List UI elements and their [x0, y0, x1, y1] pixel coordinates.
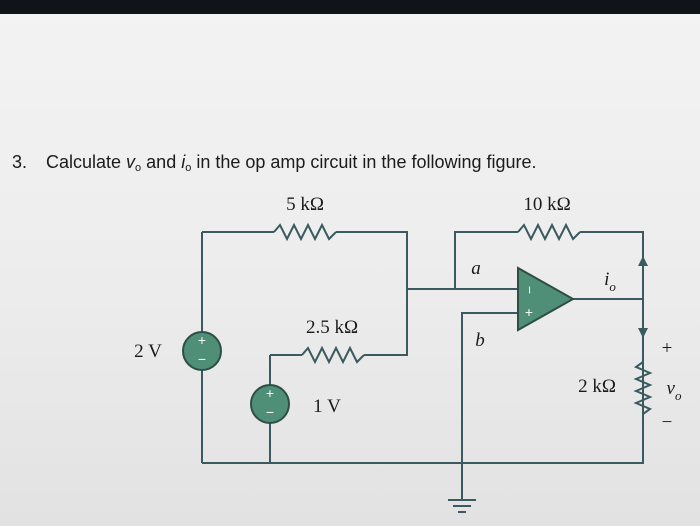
question-suffix: in the op amp circuit in the following f… [191, 152, 537, 172]
vo-subscript: o [135, 162, 142, 174]
voltage-source-2v [182, 331, 222, 371]
vout-label-var: v [667, 378, 676, 399]
paper-page [0, 14, 700, 526]
question-and: and [141, 152, 182, 172]
voltage-source-1v [250, 384, 290, 424]
io-label: io [604, 269, 616, 294]
question-number: 3. [12, 152, 28, 172]
resistor-2k [633, 361, 653, 415]
source-2v-minus: − [198, 351, 206, 367]
node-a-label: a [471, 258, 481, 279]
label-10k: 10 kΩ [523, 194, 570, 215]
io-variable: i [181, 152, 186, 172]
node-b-label: b [475, 330, 485, 351]
opamp-plus: + [525, 304, 533, 320]
question-text: 3.Calculate vo and io in the op amp circ… [12, 152, 537, 174]
ground-symbol [448, 499, 476, 513]
current-arrow-down [638, 328, 648, 338]
vout-plus: + [662, 338, 673, 359]
resistor-2-5k [301, 345, 365, 365]
circuit-wires [201, 231, 644, 500]
vout-label: vo [667, 378, 682, 403]
label-5k: 5 kΩ [286, 194, 324, 215]
source-1v-plus: + [266, 385, 274, 401]
opamp-minus: − [522, 286, 538, 294]
resistor-5k [273, 222, 337, 242]
io-label-var: i [604, 269, 609, 290]
source-1v-minus: − [266, 404, 274, 420]
label-1v: 1 V [313, 396, 341, 417]
io-label-sub: o [609, 279, 616, 294]
question-prefix: Calculate [46, 152, 127, 172]
label-2-5k: 2.5 kΩ [306, 317, 358, 338]
current-arrow-up [638, 256, 648, 266]
vo-variable: v [126, 152, 136, 172]
op-amp [517, 266, 576, 332]
vout-minus: − [662, 412, 673, 433]
resistor-10k [517, 222, 581, 242]
io-subscript: o [185, 162, 192, 174]
source-2v-plus: + [198, 332, 206, 348]
label-2v: 2 V [134, 341, 162, 362]
vout-label-sub: o [675, 388, 682, 403]
label-2k: 2 kΩ [578, 376, 616, 397]
